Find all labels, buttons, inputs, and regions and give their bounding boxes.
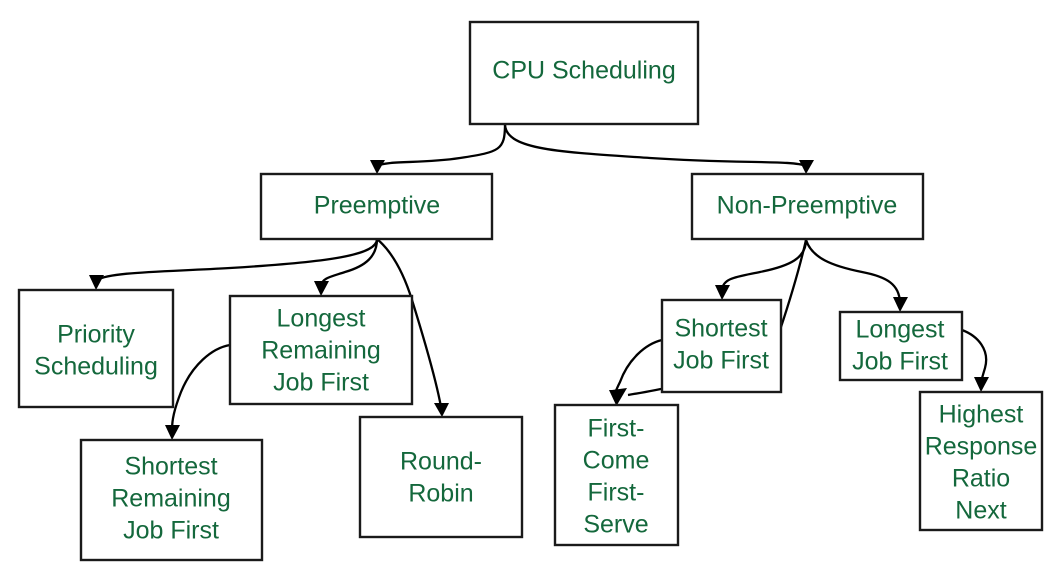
node-box[interactable] — [690, 172, 925, 241]
node-box[interactable] — [918, 390, 1044, 532]
node-label-preemptive: Preemptive — [314, 192, 440, 220]
edge-line — [170, 343, 231, 431]
arrow-head-icon — [434, 403, 449, 417]
node-box[interactable] — [468, 20, 700, 126]
node-label-shortest-remaining-line-2: Remaining — [111, 485, 231, 513]
edge-shortest-job-to-first-come — [609, 338, 663, 405]
node-label-longest-remaining-line-1: Longest — [277, 305, 366, 333]
node-label-highest-response-line-1: Highest — [939, 401, 1024, 429]
node-label-first-come-line-3: First- — [588, 479, 645, 507]
node-longest-remaining-job-first[interactable]: Longest Remaining Job First — [228, 294, 414, 406]
node-non-preemptive[interactable]: Non-Preemptive — [690, 172, 925, 241]
node-label-highest-response-line-4: Next — [955, 497, 1006, 525]
edge-cpu-to-non-preemptive — [503, 123, 814, 174]
node-label-cpu-scheduling: CPU Scheduling — [492, 57, 675, 85]
arrow-head-icon — [165, 425, 180, 440]
edge-line — [720, 239, 808, 291]
node-cpu-scheduling[interactable]: CPU Scheduling — [468, 20, 700, 126]
arrow-head-icon — [89, 275, 104, 290]
node-box[interactable] — [228, 294, 414, 406]
node-box[interactable] — [17, 288, 175, 409]
edge-preemptive-to-priority — [89, 238, 379, 290]
node-label-first-come-line-1: First- — [588, 415, 645, 443]
node-longest-job-first[interactable]: Longest Job First — [838, 310, 964, 382]
node-label-round-robin-line-1: Round- — [400, 448, 482, 476]
node-priority-scheduling[interactable]: Priority Scheduling — [17, 288, 175, 409]
node-box[interactable] — [79, 438, 264, 562]
edge-line — [804, 239, 902, 303]
node-label-priority-scheduling-line-2: Scheduling — [34, 353, 158, 381]
edge-non-preemptive-to-longest-job — [804, 239, 908, 312]
node-label-first-come-line-4: Serve — [583, 511, 648, 539]
node-label-highest-response-line-3: Ratio — [952, 465, 1010, 493]
arrow-head-icon — [974, 377, 989, 392]
edge-line — [96, 238, 379, 282]
edge-line — [376, 123, 507, 168]
node-label-longest-job-first-line-2: Job First — [852, 348, 948, 376]
edge-line — [319, 238, 379, 287]
node-box[interactable] — [358, 415, 524, 539]
node-preemptive[interactable]: Preemptive — [259, 172, 494, 241]
node-layer: CPU Scheduling Preemptive Non-Preemptive… — [17, 20, 1044, 562]
arrow-head-icon — [370, 160, 385, 174]
node-label-shortest-remaining-line-3: Job First — [123, 517, 219, 545]
edge-line — [961, 328, 988, 383]
node-label-priority-scheduling-line-1: Priority — [57, 321, 135, 349]
node-round-robin[interactable]: Round- Robin — [358, 415, 524, 539]
arrow-head-icon — [893, 297, 908, 312]
node-label-shortest-job-first-line-2: Job First — [673, 347, 769, 375]
node-box[interactable] — [553, 403, 680, 547]
node-shortest-job-first[interactable]: Shortest Job First — [660, 298, 783, 394]
node-label-longest-remaining-line-3: Job First — [273, 369, 369, 397]
node-label-shortest-remaining-line-1: Shortest — [124, 453, 217, 481]
edge-layer — [89, 123, 989, 440]
node-box[interactable] — [259, 172, 494, 241]
edge-cpu-to-preemptive — [370, 123, 507, 174]
node-label-highest-response-line-2: Response — [925, 433, 1038, 461]
node-first-come-first-serve[interactable]: First- Come First- Serve — [553, 403, 680, 547]
edge-longest-remaining-to-shortest-remaining — [165, 343, 231, 440]
node-box[interactable] — [838, 310, 964, 382]
node-label-round-robin-line-2: Robin — [408, 480, 473, 508]
edge-line — [503, 123, 807, 168]
node-label-shortest-job-first-line-1: Shortest — [674, 315, 767, 343]
edge-line — [613, 338, 663, 398]
node-box[interactable] — [660, 298, 783, 394]
arrow-head-icon — [314, 281, 329, 296]
arrow-head-icon — [609, 390, 624, 405]
edge-preemptive-to-longest-remaining — [314, 238, 379, 296]
node-shortest-remaining-job-first[interactable]: Shortest Remaining Job First — [79, 438, 264, 562]
node-label-first-come-line-2: Come — [583, 447, 650, 475]
arrow-head-icon — [715, 285, 730, 300]
node-label-non-preemptive: Non-Preemptive — [717, 192, 898, 220]
node-label-longest-remaining-line-2: Remaining — [261, 337, 381, 365]
arrow-head-icon — [799, 160, 814, 174]
edge-longest-job-to-highest-response — [961, 328, 989, 392]
node-highest-response-ratio-next[interactable]: Highest Response Ratio Next — [918, 390, 1044, 532]
node-label-longest-job-first-line-1: Longest — [856, 316, 945, 344]
